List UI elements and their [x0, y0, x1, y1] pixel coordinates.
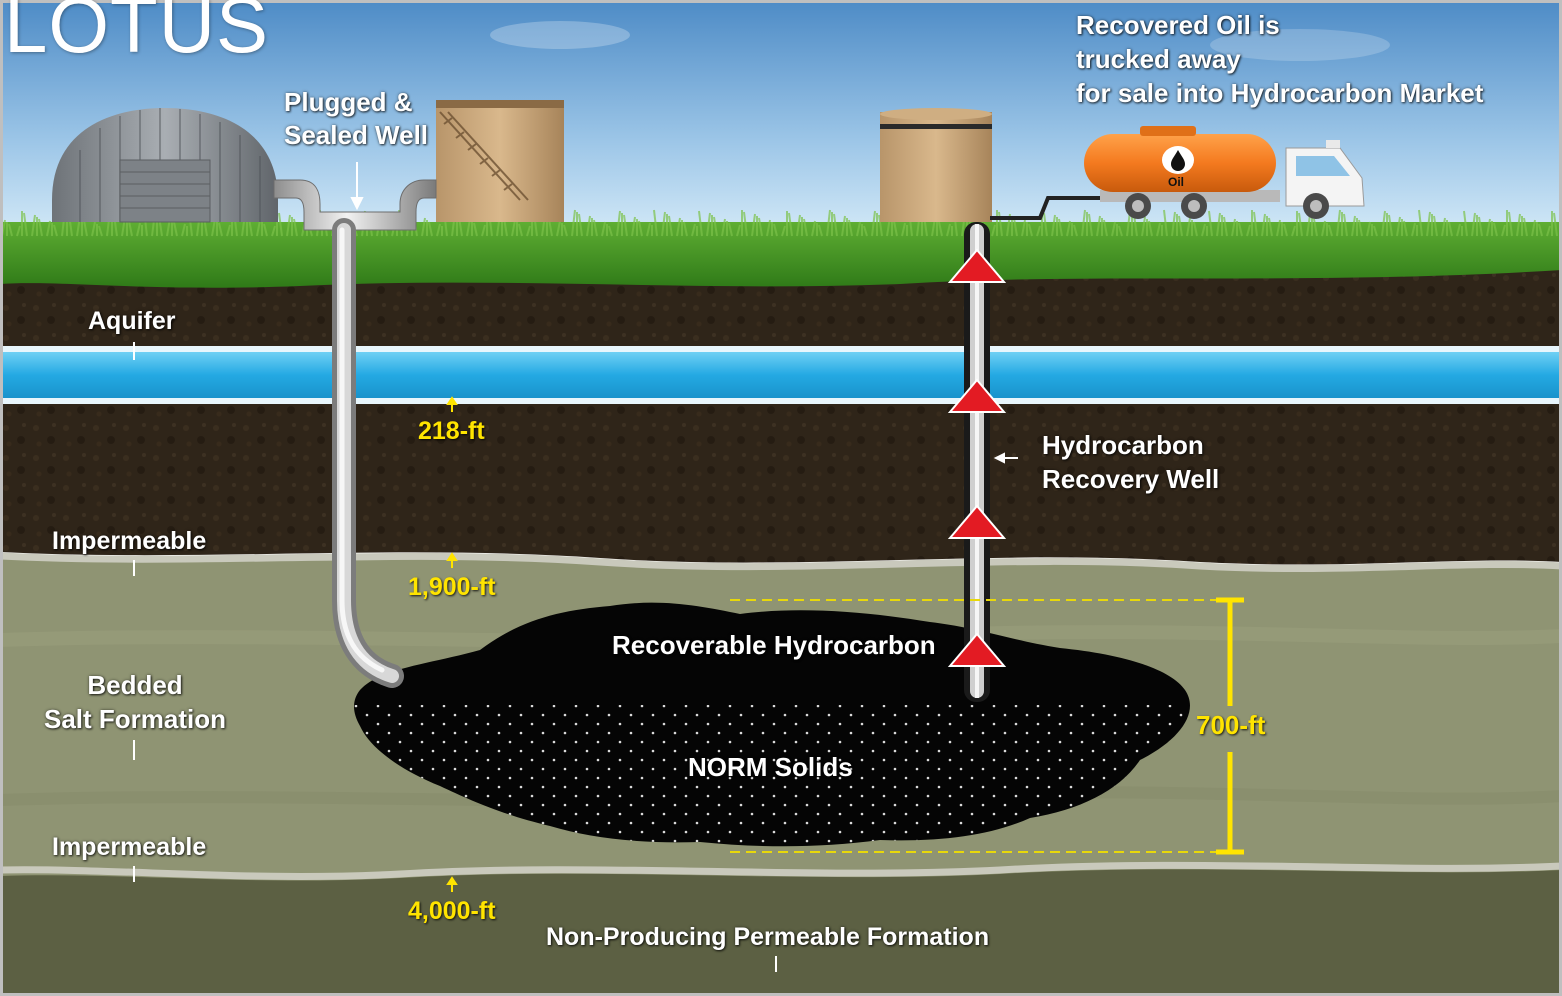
norm-solids-label: NORM Solids	[688, 752, 853, 782]
impermeable-upper-label: Impermeable	[52, 527, 207, 555]
lower-impermeable-boundary	[0, 861, 1562, 880]
plugged-well-label: Plugged & Sealed Well	[284, 87, 429, 150]
cloud	[490, 21, 630, 49]
grass-layer	[0, 222, 1562, 288]
bedded-salt-label: Bedded Salt Formation	[44, 670, 227, 734]
cloud	[1210, 29, 1390, 61]
hydrocarbon-recovery-well	[964, 222, 990, 702]
lotus-logo: LOTUS	[4, 0, 270, 69]
tank-label: Oil	[1168, 175, 1184, 189]
red-up-triangle-icon	[947, 504, 1007, 539]
recovered-oil-label: Recovered Oil is trucked away for sale i…	[1076, 10, 1484, 108]
transfer-hose	[990, 196, 1100, 220]
red-up-triangle-icon	[947, 378, 1007, 413]
depth-4000-label: 4,000-ft	[408, 897, 496, 925]
depth-218-label: 218-ft	[418, 417, 485, 445]
callout-pointers	[133, 162, 1018, 972]
recovery-storage-tank-icon	[880, 108, 992, 222]
aquifer-label: Aquifer	[88, 307, 176, 335]
plugged-sealed-well-pipe	[273, 179, 437, 688]
cavern-height-measure	[730, 597, 1244, 855]
recoverable-hydrocarbon-label: Recoverable Hydrocarbon	[612, 630, 936, 660]
non-producing-label: Non-Producing Permeable Formation	[546, 923, 990, 951]
depth-1900-label: 1,900-ft	[408, 573, 496, 601]
quonset-hut-icon	[52, 108, 278, 223]
soil-layer	[0, 270, 1562, 565]
upper-impermeable-boundary	[0, 552, 1562, 573]
depth-700-label: 700-ft	[1196, 710, 1266, 740]
non-producing-layer	[0, 860, 1562, 996]
recovery-well-label: Hydrocarbon Recovery Well	[1042, 430, 1220, 494]
red-up-triangle-icon	[947, 632, 1007, 667]
impermeable-lower-label: Impermeable	[52, 833, 207, 861]
tanker-truck-icon: Oil	[1084, 126, 1365, 219]
depth-markers	[446, 396, 458, 892]
aquifer-layer	[0, 352, 1562, 398]
storage-tank-icon	[436, 100, 564, 222]
red-up-triangle-icon	[947, 248, 1007, 283]
